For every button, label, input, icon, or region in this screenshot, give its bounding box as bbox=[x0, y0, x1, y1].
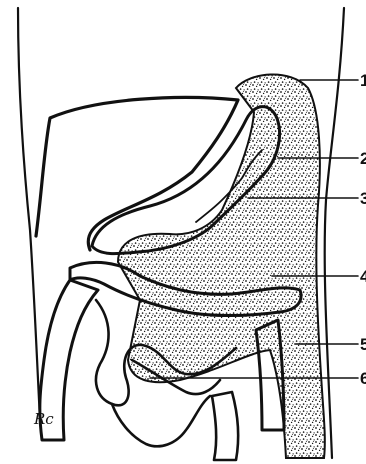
sigmoid-segment bbox=[212, 392, 238, 460]
small-intestine-loop-3 bbox=[112, 396, 210, 446]
label-4: 4 bbox=[360, 267, 366, 286]
body-outline-left bbox=[18, 8, 40, 420]
body-outline-right bbox=[325, 8, 344, 458]
artist-signature: Rc bbox=[33, 410, 54, 428]
label-3: 3 bbox=[360, 189, 366, 208]
label-5: 5 bbox=[360, 335, 366, 354]
label-6: 6 bbox=[360, 369, 366, 388]
label-2: 2 bbox=[360, 149, 366, 168]
label-1: 1 bbox=[360, 71, 366, 90]
